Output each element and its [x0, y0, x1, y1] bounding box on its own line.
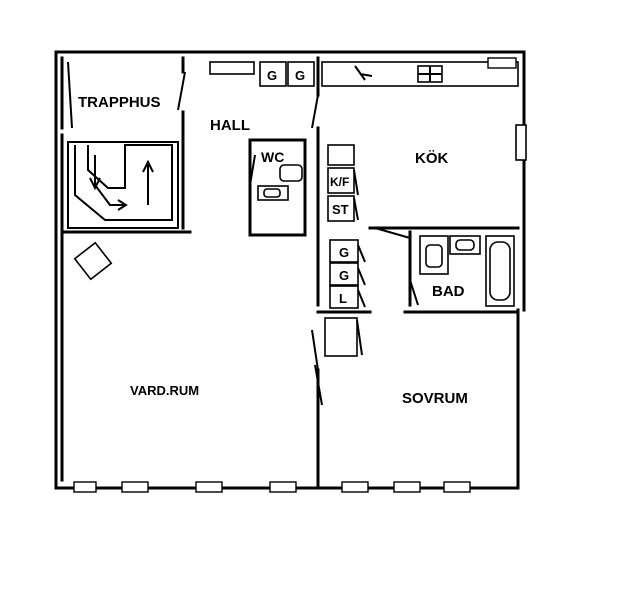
fixtures [73, 61, 527, 357]
label-st: ST [332, 202, 349, 217]
window-3 [195, 481, 223, 493]
wc-toilet [279, 164, 303, 182]
stair-arrow-right-head [117, 199, 128, 211]
closet-lower-door [356, 319, 363, 356]
fridge-kf [327, 167, 355, 194]
window-top-right [487, 57, 517, 69]
bad-bathtub-inner [489, 241, 511, 301]
trapphus-door [67, 61, 73, 129]
st-door [353, 197, 359, 221]
label-kok: KÖK [415, 150, 449, 167]
windows [73, 57, 517, 493]
window-4 [269, 481, 297, 493]
closet-doors [357, 244, 366, 308]
wc-door [249, 154, 256, 186]
stair-arrow-down [94, 155, 125, 206]
doors [67, 61, 419, 406]
window-7 [443, 481, 471, 493]
bad-door [374, 227, 411, 239]
closet-labels: G G K/F ST G G L [267, 68, 349, 306]
kf-door [353, 169, 359, 196]
room-labels: TRAPPHUS HALL WC KÖK BAD VARD.RUM SOVRUM [78, 94, 468, 407]
label-trapphus: TRAPPHUS [78, 94, 161, 111]
bad-door-2 [409, 279, 419, 306]
interior-walls [60, 56, 520, 490]
label-hall-g1: G [267, 68, 277, 83]
trapphus-door-2 [177, 71, 186, 111]
stairs [67, 141, 179, 229]
window-6 [393, 481, 421, 493]
hall-kok-door [311, 94, 319, 129]
kitchen-stove-icon [354, 65, 373, 81]
wc-sink-inner [263, 188, 281, 198]
closet-l [329, 285, 359, 309]
sovrum-door-2 [314, 364, 323, 406]
hall-closet-1 [259, 61, 287, 87]
label-vardrum: VARD.RUM [130, 383, 199, 398]
hall-shelf [209, 61, 255, 75]
label-wc: WC [261, 149, 284, 165]
window-2 [121, 481, 149, 493]
window-1 [73, 481, 97, 493]
storage-st [327, 195, 355, 222]
label-g2: G [339, 268, 349, 283]
label-sovrum: SOVRUM [402, 390, 468, 407]
closet-g1 [329, 239, 359, 263]
closet-g2 [329, 262, 359, 286]
bad-sink-1-inner [425, 244, 443, 268]
label-g1: G [339, 245, 349, 260]
hall-closet-2 [287, 61, 315, 87]
kitchen-unit-top [327, 144, 355, 166]
closet-lower [324, 317, 358, 357]
stair-arrow-down-head [89, 177, 101, 191]
outer-walls [54, 50, 526, 490]
stairwell-outline [67, 141, 179, 229]
label-l: L [339, 291, 347, 306]
label-hall-g2: G [295, 68, 305, 83]
stair-shape [74, 144, 173, 221]
kitchen-window-side [515, 124, 527, 161]
stair-arrow-up-head [142, 159, 154, 173]
label-hall: HALL [210, 117, 250, 134]
label-kf: K/F [330, 175, 349, 189]
window-5 [341, 481, 369, 493]
label-bad: BAD [432, 283, 465, 300]
bad-sink-2-inner [455, 239, 475, 251]
sovrum-door [311, 329, 319, 371]
vardrum-chair [73, 241, 113, 281]
kitchen-sink-divider [418, 66, 442, 82]
